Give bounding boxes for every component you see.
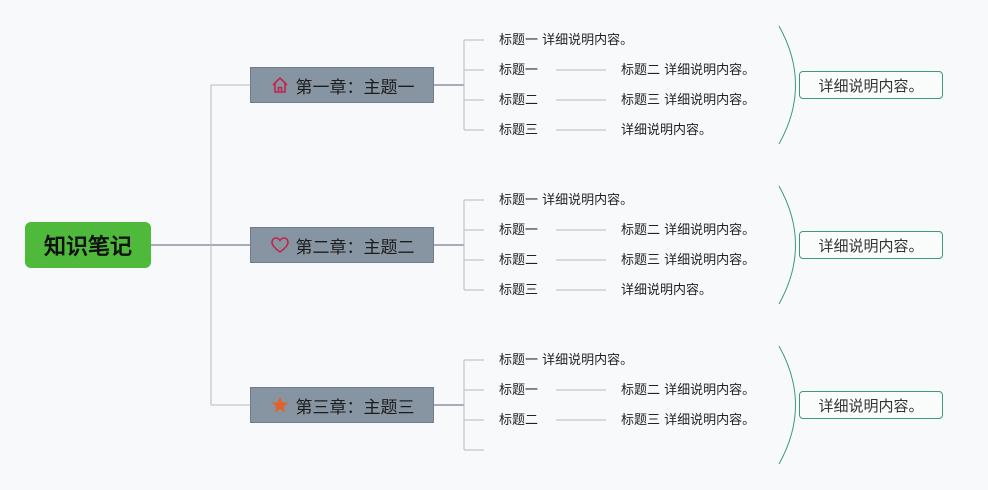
chapter-node-2[interactable]: 第二章：主题二: [250, 227, 434, 263]
item-detail: 标题二 详细说明内容。: [621, 383, 756, 398]
item-detail: 标题三 详细说明内容。: [621, 253, 756, 268]
heart-icon: [270, 235, 290, 255]
item-detail: 标题三 详细说明内容。: [621, 93, 756, 108]
brace-2: [778, 185, 796, 305]
item-text: 标题一: [499, 63, 539, 78]
item-detail: 标题二 详细说明内容。: [621, 223, 756, 238]
brace-3: [778, 345, 796, 465]
item-detail: 详细说明内容。: [621, 283, 713, 298]
chapter-node-3[interactable]: 第三章：主题三: [250, 387, 434, 423]
summary-box[interactable]: 详细说明内容。: [799, 71, 943, 99]
chapter-title: 第三章：主题三: [295, 397, 415, 418]
home-icon: [270, 75, 290, 95]
item-detail: 标题二 详细说明内容。: [621, 63, 756, 78]
item-text: 标题一 详细说明内容。: [499, 193, 634, 208]
item-text: 标题三: [499, 283, 539, 298]
star-icon: [270, 395, 290, 415]
item-text: 标题三: [499, 123, 539, 138]
item-detail: 标题三 详细说明内容。: [621, 413, 756, 428]
item-text: 标题一 详细说明内容。: [499, 33, 634, 48]
item-text: 标题一: [499, 223, 539, 238]
summary-box[interactable]: 详细说明内容。: [799, 231, 943, 259]
chapter-title: 第二章：主题二: [295, 237, 415, 258]
brace-1: [778, 25, 796, 145]
item-text: 标题二: [499, 253, 539, 268]
item-text: 标题一 详细说明内容。: [499, 353, 634, 368]
root-node[interactable]: 知识笔记: [25, 222, 151, 268]
chapter-node-1[interactable]: 第一章：主题一: [250, 67, 434, 103]
chapter-title: 第一章：主题一: [295, 77, 415, 98]
item-text: 标题一: [499, 383, 539, 398]
item-text: 标题二: [499, 413, 539, 428]
item-text: 标题二: [499, 93, 539, 108]
summary-box[interactable]: 详细说明内容。: [799, 391, 943, 419]
item-detail: 详细说明内容。: [621, 123, 713, 138]
